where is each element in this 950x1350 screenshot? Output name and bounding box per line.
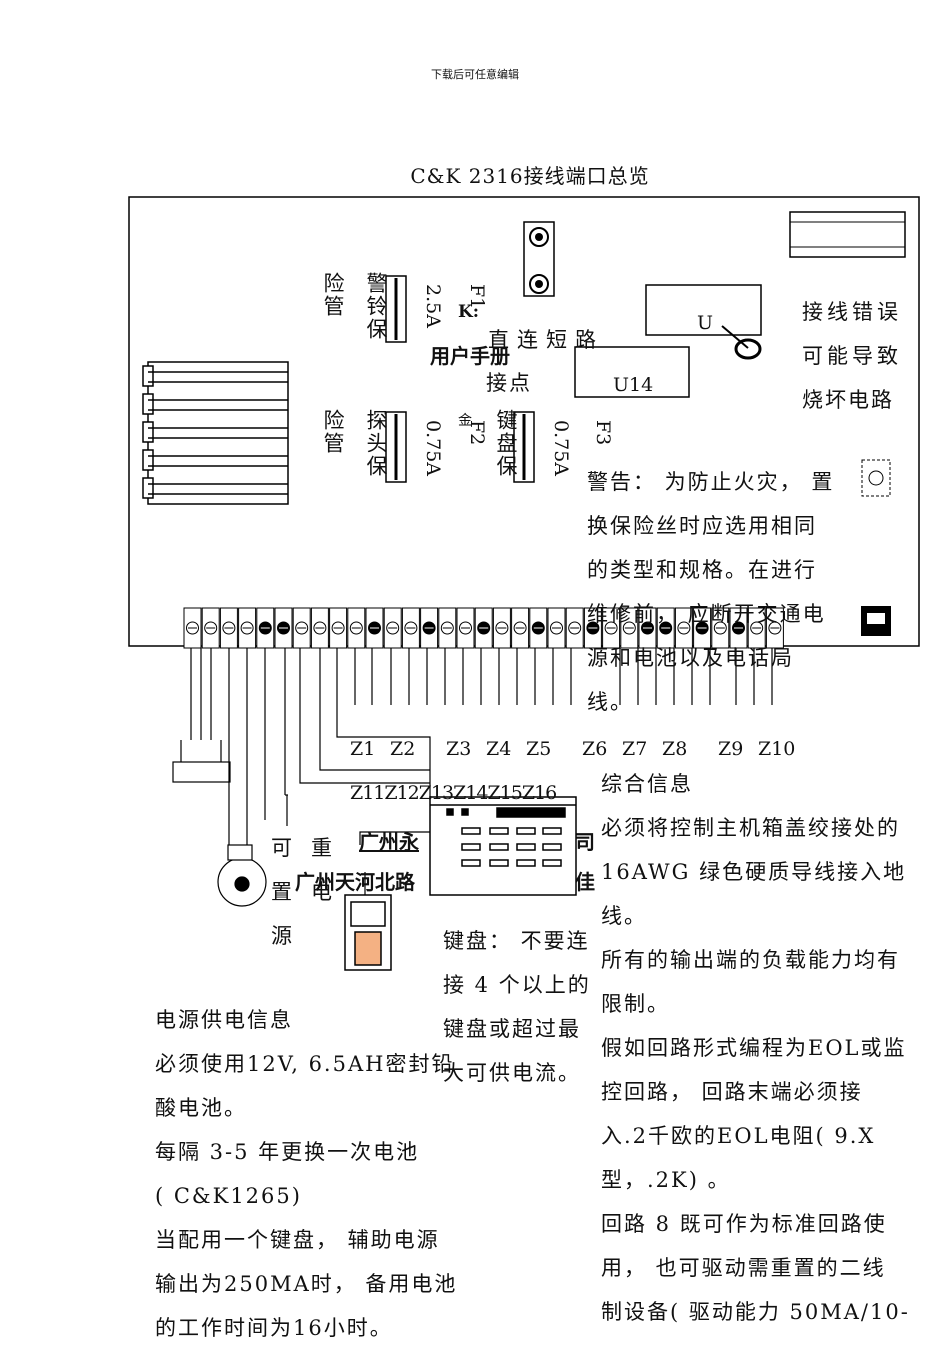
general-info-line: 16AWG 绿色硬质导线接入地 [601, 860, 907, 884]
general-info-line: 回路 8 既可作为标准回路使 [601, 1212, 887, 1236]
company-name-2-tail: 佳 [575, 870, 595, 894]
zone-label-z9: Z9 [718, 738, 744, 760]
overlap-k: K: [458, 302, 480, 322]
keypad-note-line: 大可供电流。 [443, 1061, 581, 1085]
power-info: 电源供电信息 必须使用12V, 6.5AH密封铅 酸电池。 每隔 3-5 年更换… [155, 998, 465, 1350]
fuse1-rating: 2.5A [422, 284, 444, 328]
heatsink [142, 361, 289, 505]
fire-warning-line: 警告： 为防止火灾， 置 [587, 470, 835, 494]
fire-warning-line: 维修前， 应断开交通电 [587, 602, 826, 626]
company-name-2: 广州天河北路 [295, 870, 415, 894]
power-info-line: 输出为250MA时， 备用电池 [155, 1272, 458, 1296]
chip-u [645, 284, 762, 336]
keypad-note: 键盘： 不要连 接 4 个以上的 键盘或超过最 大可供电流。 [443, 919, 591, 1095]
company-name-1: 广州永 [359, 830, 419, 854]
fuse3-id: F3 [592, 420, 614, 446]
general-info-line: 型，.2K) 。 [601, 1168, 731, 1192]
terminal-strip [183, 607, 784, 649]
direct-short-label: 直连短路 [488, 328, 604, 352]
fuse2-label-b: 探头保 [364, 409, 388, 478]
general-info-line: 用， 也可驱动需重置的二线 [601, 1256, 886, 1280]
zone-label-z6: Z6 [582, 738, 608, 760]
general-info-line: 所有的输出端的负载能力均有 [601, 948, 900, 972]
general-info-line: 必须将控制主机箱盖绞接处的 [601, 816, 900, 840]
reset-label-4: 电 [311, 880, 332, 904]
general-info-line: 控回路， 回路末端必须接 [601, 1080, 863, 1104]
wiring-warning-1: 接线错误 [802, 300, 902, 324]
zone-label-z10: Z10 [758, 738, 796, 760]
fuse2-rating: 0.75A [422, 420, 444, 477]
chip-u14-label: U14 [613, 374, 654, 396]
page-header-note: 下载后可任意编辑 [431, 68, 519, 81]
zone-label-z1: Z1 [350, 738, 376, 760]
chip-u14 [574, 346, 690, 398]
overlap-manual: 用户手册 [430, 344, 510, 368]
zone-label-z7: Z7 [622, 738, 648, 760]
chip-u-label: U [697, 312, 714, 334]
zone-label-z4: Z4 [486, 738, 512, 760]
overlap-jin: 金 [458, 413, 472, 429]
keypad-note-line: 接 4 个以上的 [443, 973, 591, 997]
power-info-heading: 电源供电信息 [155, 1008, 293, 1032]
general-info-line: 入.2千欧的EOL电阻( 9.X [601, 1124, 876, 1148]
keypad-note-line: 键盘或超过最 [443, 1017, 581, 1041]
reset-label-2: 重 [311, 836, 332, 860]
fire-warning: 警告： 为防止火灾， 置 换保险丝时应选用相同 的类型和规格。在进行 维修前， … [587, 460, 834, 724]
fuse2-label-a: 险管 [321, 409, 345, 455]
fire-warning-line: 源和电池以及电话局 [587, 646, 794, 670]
keypad-note-line: 键盘： 不要连 [443, 929, 590, 953]
reset-label-1: 可 [271, 836, 292, 860]
diagram-title: C&K 2316接线端口总览 [410, 164, 650, 188]
power-info-line: 酸电池。 [155, 1096, 247, 1120]
fuse3-rating: 0.75A [550, 420, 572, 477]
wiring-warning-3: 烧坏电路 [802, 388, 894, 412]
general-info-line: 制设备( 驱动能力 50MA/10- [601, 1300, 910, 1324]
zone-label-z5: Z5 [526, 738, 552, 760]
power-info-line: 每隔 3-5 年更换一次电池 [155, 1140, 420, 1164]
transformer-box [789, 211, 906, 258]
general-info-line: 线。 [601, 904, 647, 928]
reset-label-5: 源 [271, 924, 292, 948]
zone-label-z8: Z8 [662, 738, 688, 760]
fuse1-label-a: 险管 [321, 272, 345, 318]
keypad-device [429, 796, 577, 896]
detector-device [344, 894, 392, 971]
dashed-component [861, 459, 891, 497]
wiring-warning-2: 可能导致 [802, 344, 902, 368]
power-info-line: 的工作时间为16小时。 [155, 1316, 393, 1340]
power-info-line: 必须使用12V, 6.5AH密封铅 [155, 1052, 455, 1076]
fuse1-label-b: 警铃保 [364, 272, 388, 341]
fire-warning-line: 换保险丝时应选用相同 [587, 514, 817, 538]
fuse2-id: F2 [466, 420, 488, 446]
power-info-line: 当配用一个键盘， 辅助电源 [155, 1228, 440, 1252]
reset-label-3: 置 [271, 880, 292, 904]
fuse3-label: 键盘保 [494, 409, 518, 478]
zone-label-z2: Z2 [390, 738, 416, 760]
company-name-1-tail: 司 [575, 830, 595, 854]
general-info: 综合信息 必须将控制主机箱盖绞接处的 16AWG 绿色硬质导线接入地 线。 所有… [601, 762, 931, 1334]
fire-warning-line: 的类型和规格。在进行 [587, 558, 817, 582]
zone-labels-row2: Z11Z12Z13Z14Z15Z16 [350, 782, 557, 804]
wiring [172, 648, 773, 907]
general-info-heading: 综合信息 [601, 772, 693, 796]
zone-label-z3: Z3 [446, 738, 472, 760]
general-info-line: 假如回路形式编程为EOL或监 [601, 1036, 907, 1060]
general-info-line: 限制。 [601, 992, 670, 1016]
fire-warning-line: 线。 [587, 690, 633, 714]
contact-label: 接点 [486, 371, 532, 395]
power-info-line: ( C&K1265) [155, 1184, 302, 1208]
